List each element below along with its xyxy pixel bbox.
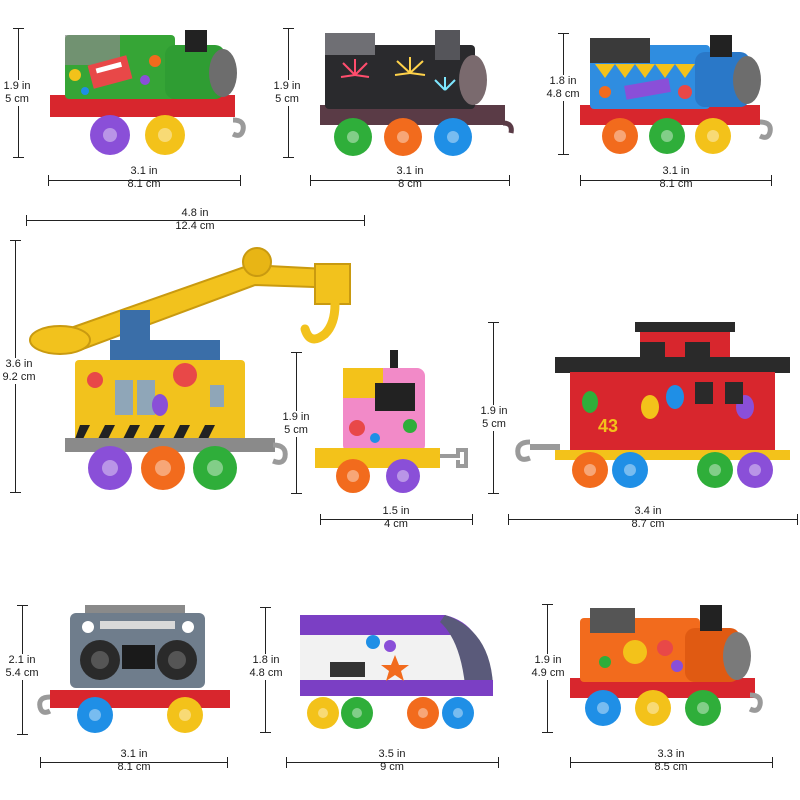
wheel — [695, 118, 731, 154]
wheel — [649, 118, 685, 154]
red-caboose: 43 — [515, 322, 790, 488]
wheel — [697, 452, 733, 488]
wheel — [336, 459, 370, 493]
purple-bullet-engine — [300, 615, 493, 729]
wheel — [167, 697, 203, 733]
wheel — [737, 452, 773, 488]
width-line-caboose — [508, 514, 798, 525]
width-line-loco1 — [48, 175, 241, 186]
width-line-small — [320, 514, 473, 525]
train-orange-party-engine — [570, 605, 763, 726]
wheel — [434, 118, 472, 156]
width-line-crane — [26, 215, 365, 226]
wheel — [334, 118, 372, 156]
wheel — [193, 446, 237, 490]
wheel — [77, 697, 113, 733]
wheel — [635, 690, 671, 726]
width-line-loco2 — [310, 175, 510, 186]
wheel — [407, 697, 439, 729]
wheel — [141, 446, 185, 490]
crane-car — [29, 247, 351, 490]
width-line-loco3 — [580, 175, 772, 186]
wheel — [145, 115, 185, 155]
wheel — [572, 452, 608, 488]
wheel — [612, 452, 648, 488]
wheel — [685, 690, 721, 726]
wheel — [90, 115, 130, 155]
wheel — [386, 459, 420, 493]
wheel — [341, 697, 373, 729]
wheel — [442, 697, 474, 729]
caboose-number: 43 — [598, 416, 618, 436]
wheel — [384, 118, 422, 156]
width-line-boombox — [40, 757, 228, 768]
wheel — [602, 118, 638, 154]
train-blue-bunting-engine — [580, 35, 773, 154]
train-fireworks-engine — [320, 30, 514, 156]
wheel — [585, 690, 621, 726]
train-green-party-engine — [50, 30, 246, 155]
width-line-bullet — [286, 757, 499, 768]
wheel — [88, 446, 132, 490]
train-small-party-engine — [315, 350, 468, 493]
wheel — [307, 697, 339, 729]
width-line-loco4 — [570, 757, 773, 768]
boombox-car — [37, 605, 230, 733]
